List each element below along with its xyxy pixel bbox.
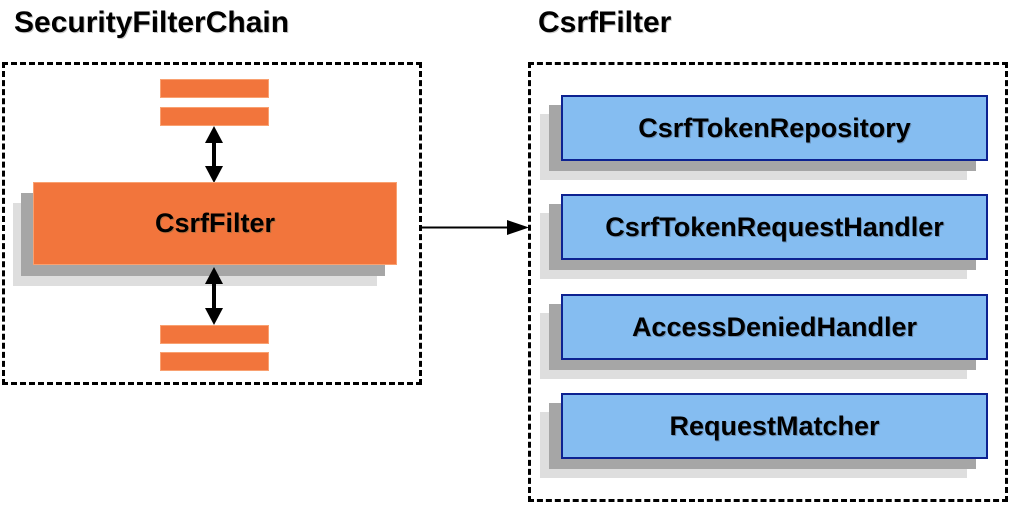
csrf-token-repository-box: CsrfTokenRepository: [561, 95, 988, 161]
component-label: AccessDeniedHandler: [631, 311, 918, 342]
right-arrow-icon: [421, 220, 529, 235]
component-label: CsrfTokenRequestHandler: [605, 211, 944, 242]
double-headed-arrow-icon: [205, 126, 223, 183]
security-filter-chain-title: SecurityFilterChain: [14, 6, 290, 39]
component-label: CsrfTokenRepository: [638, 112, 911, 143]
csrf-token-request-handler-box: CsrfTokenRequestHandler: [561, 194, 988, 260]
filter-stub-bar: [160, 352, 269, 371]
filter-stub-bar: [160, 79, 269, 98]
double-headed-arrow-icon: [205, 267, 223, 325]
request-matcher-box: RequestMatcher: [561, 393, 988, 459]
filter-stub-bar: [160, 325, 269, 344]
csrf-filter-box-label: CsrfFilter: [154, 208, 276, 238]
csrf-filter-box: CsrfFilter: [33, 182, 397, 265]
filter-stub-bar: [160, 107, 269, 126]
security-filter-chain-container: [2, 62, 422, 385]
access-denied-handler-box: AccessDeniedHandler: [561, 294, 988, 360]
csrf-filter-title: CsrfFilter: [538, 6, 672, 39]
component-label: RequestMatcher: [669, 410, 880, 441]
csrf-filter-container: [528, 62, 1008, 502]
